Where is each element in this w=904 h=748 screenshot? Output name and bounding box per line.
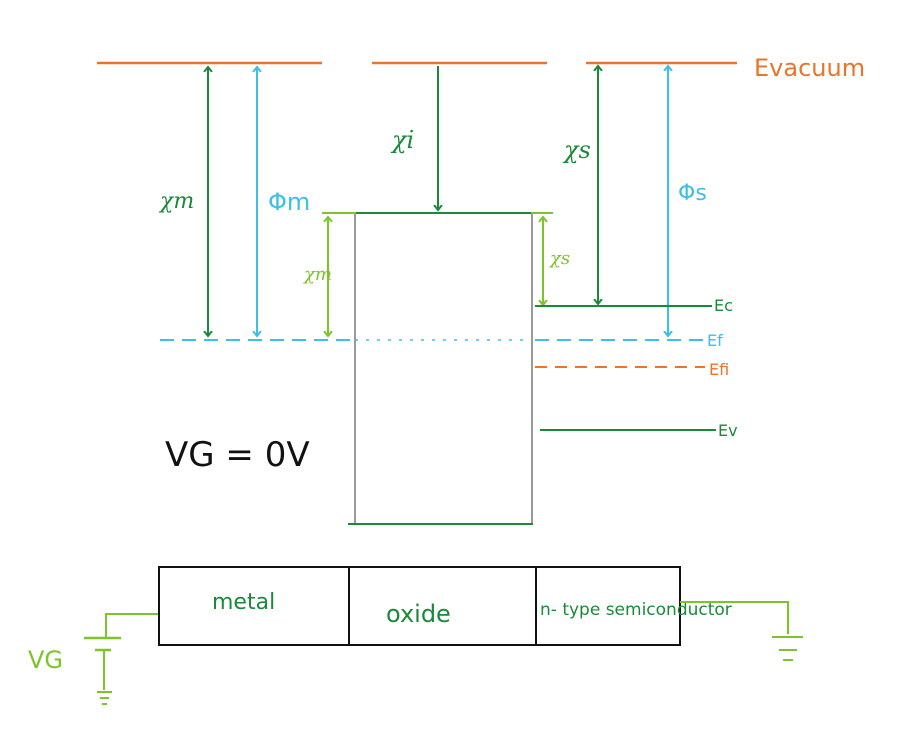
phi-m-label: Φm [268,188,310,216]
evacuum-label: Evacuum [754,54,865,82]
semiconductor-label: n- type semiconductor [540,600,732,620]
chi-s-small-label: χs [548,248,570,269]
ec-label: Ec [714,296,733,315]
ef-label: Ef [707,331,723,350]
efi-label: Efi [709,360,729,379]
substrate-wire [680,601,789,634]
chi-s-label: χs [562,136,591,164]
chi-m-small-label: χm [302,264,332,285]
mos-structure-box [158,566,681,646]
vg-source-label: VG [28,646,63,674]
ev-label: Ev [718,421,738,440]
metal-label: metal [212,590,275,615]
phi-s-label: Φs [678,181,707,206]
chi-m-label: χm [158,189,194,214]
chi-i-label: χi [390,126,414,154]
oxide-label: oxide [386,600,451,628]
vg-condition-label: VG = 0V [165,435,310,475]
gate-wire [105,613,158,637]
